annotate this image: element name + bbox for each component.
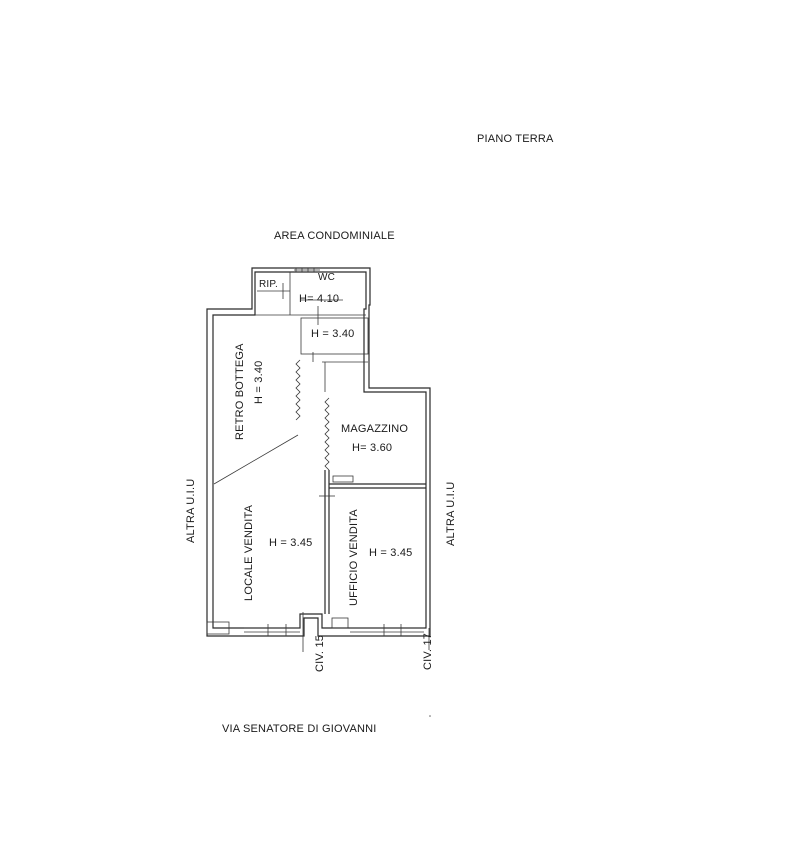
wc-height-label: H= 4.10 [299,293,340,305]
ufficio-vendita-label: UFFICIO VENDITA [348,509,360,606]
wc-block-walls [255,268,366,325]
retro-bottega-label: RETRO BOTTEGA [234,343,246,440]
wc-label: WC [318,272,336,283]
central-wall [319,470,335,614]
folding-partitions [295,359,330,471]
stray-mark [429,715,431,717]
magazzino-label: MAGAZZINO [341,423,409,435]
street-label: VIA SENATORE DI GIOVANNI [222,723,377,735]
diagonal-partition [213,434,299,485]
right-neighbour-label: ALTRA U.I.U [445,481,457,546]
locale-vendita-label: LOCALE VENDITA [243,504,255,601]
retro-bottega-height-label: H = 3.40 [253,360,265,405]
magazzino-height-label: H= 3.60 [352,442,393,454]
locale-vendita-height-label: H = 3.45 [269,537,313,549]
small-room-walls [300,317,369,392]
civ-15-label: CIV. 15 [314,634,326,672]
left-neighbour-label: ALTRA U.I.U [185,478,197,543]
front-openings [206,617,424,636]
perimeter-walls [206,267,431,637]
ufficio-vendita-height-label: H = 3.45 [369,547,413,559]
rip-label: RIP. [259,279,278,290]
civ-17-label: CIV. 17 [422,632,434,670]
entrance-markers [302,612,430,652]
area-condominiale-label: AREA CONDOMINIALE [274,230,395,242]
magazzino-ufficio-wall [329,475,426,489]
small-room-height-label: H = 3.40 [311,328,355,340]
floor-label: PIANO TERRA [477,133,554,145]
